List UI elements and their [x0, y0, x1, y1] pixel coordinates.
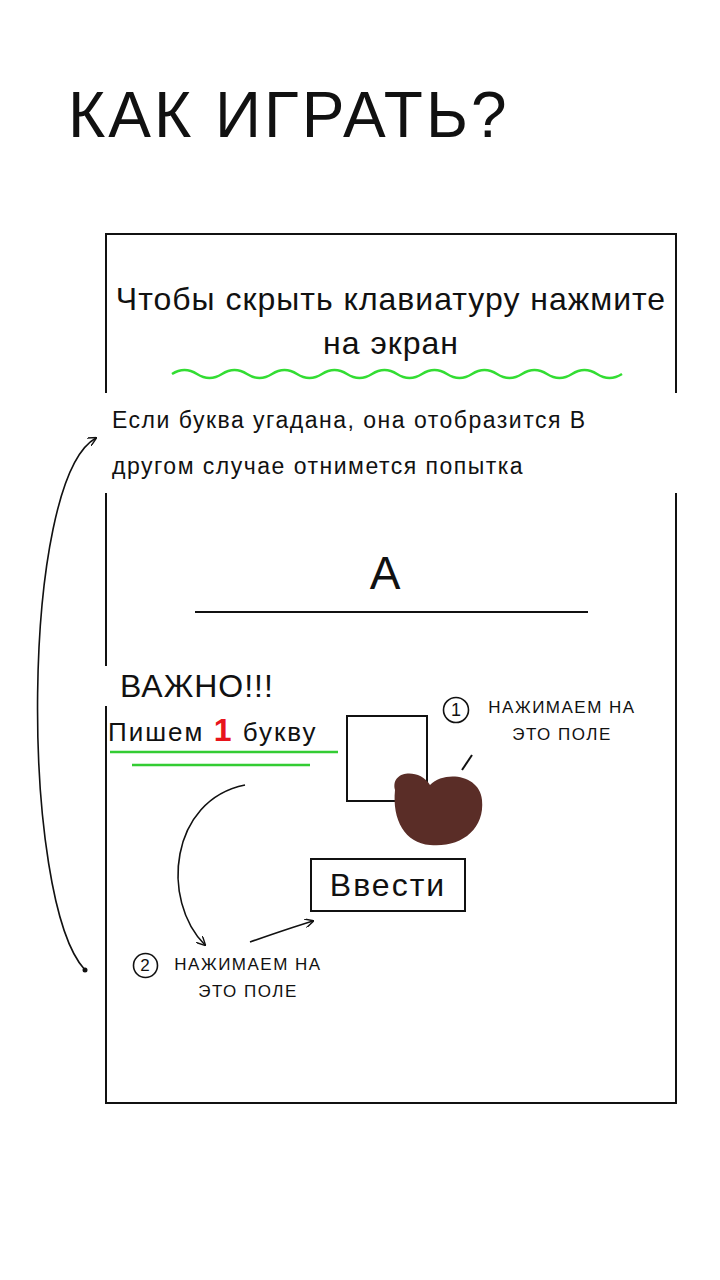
callout-text: НАЖИМАЕМ НА ЭТО ПОЛЕ [474, 694, 650, 748]
highlight-digit: 1 [214, 712, 234, 748]
hint-heading: Чтобы скрыть клавиатуру нажмите на экран [107, 277, 675, 365]
circle-outline [444, 698, 469, 723]
warning-text: ВАЖНО!!! [100, 666, 280, 706]
hint-text: Если буква угадана, она отобразится В др… [100, 393, 685, 493]
green-underline [132, 764, 310, 767]
callout-number: 1 [451, 701, 461, 719]
long-arrow [38, 438, 96, 970]
rule-text: Пишем 1 букву [108, 713, 318, 749]
text-part: букву [233, 717, 317, 747]
green-underline [110, 751, 338, 754]
tap-mark [462, 755, 472, 770]
finger [394, 774, 482, 846]
curved-arrow [178, 785, 245, 945]
page-title: КАК ИГРАТЬ? [68, 78, 509, 152]
circle-outline [133, 953, 157, 977]
letter-slot-line [195, 611, 588, 613]
callout-circle: 2 [132, 952, 159, 979]
callout-number: 2 [140, 957, 149, 974]
callout-text: НАЖИМАЕМ НА ЭТО ПОЛЕ [160, 951, 336, 1005]
callout-circle: 1 [442, 696, 470, 724]
text-part: Пишем [108, 717, 214, 747]
curved-arrow [250, 921, 313, 942]
button-label: Ввести [330, 864, 446, 906]
wavy-underline [172, 370, 622, 378]
enter-button: Ввести [310, 858, 466, 912]
guessed-letter: А [370, 547, 401, 599]
